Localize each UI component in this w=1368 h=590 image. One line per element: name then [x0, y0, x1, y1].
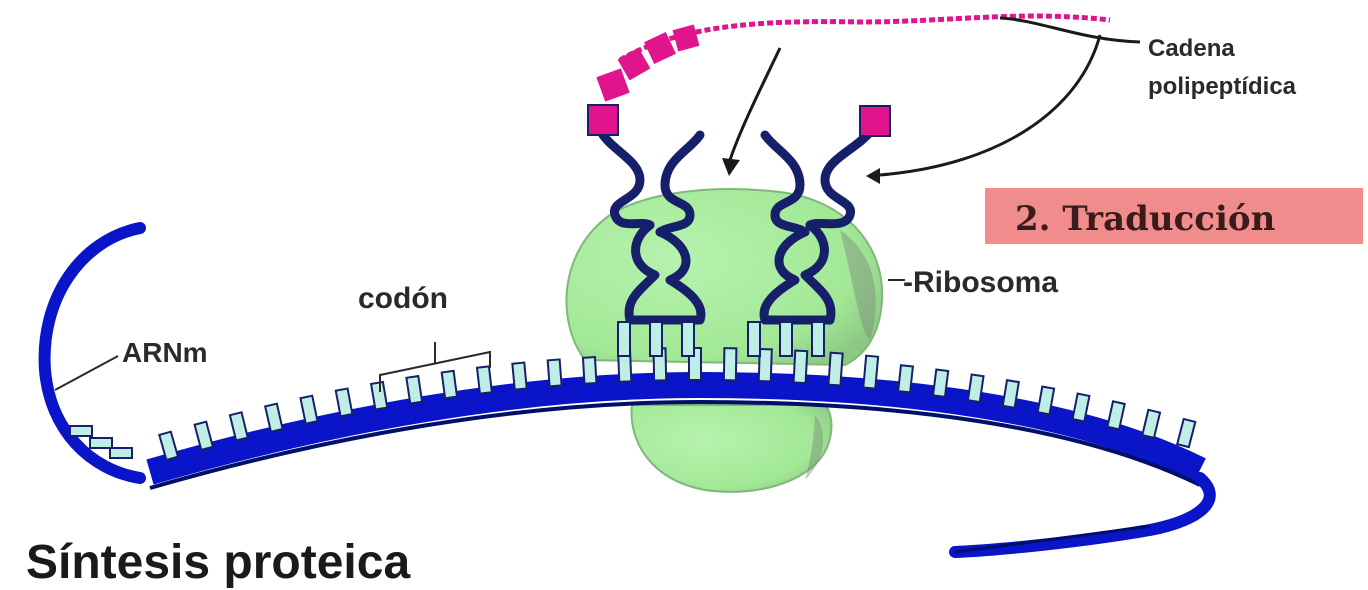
- mrna-base: [968, 374, 984, 401]
- mrna-base: [933, 370, 948, 397]
- codon-bracket: [380, 342, 490, 392]
- mrna-base: [406, 376, 422, 403]
- mrna-base: [794, 351, 808, 384]
- mrna-base: [1142, 410, 1160, 438]
- mrna-base: [828, 353, 842, 386]
- sintesis-title: Síntesis proteica: [26, 536, 410, 589]
- ribosome-small-subunit: [632, 405, 832, 492]
- arnm-label: ARNm: [122, 337, 208, 368]
- amino-acid: [860, 106, 890, 136]
- codon-label: codón: [358, 282, 448, 315]
- mrna-base: [477, 366, 492, 393]
- traduccion-label: 2. Traducción: [1015, 199, 1275, 239]
- mrna-base: [1177, 419, 1195, 447]
- mrna-base: [90, 438, 112, 448]
- mrna-base: [442, 371, 457, 398]
- mrna-base: [583, 357, 596, 384]
- mrna-base: [70, 426, 92, 436]
- amino-acid: [588, 105, 618, 135]
- traduccion-badge: 2. Traducción: [985, 188, 1363, 244]
- arnm-leader: [55, 356, 118, 390]
- mrna-base: [110, 448, 132, 458]
- amino-acid: [596, 68, 629, 101]
- mrna-base: [548, 359, 562, 386]
- mrna-base: [898, 365, 913, 392]
- ribosome: [566, 189, 882, 492]
- mrna-base: [863, 356, 878, 389]
- polypeptide-chain: [588, 16, 1110, 136]
- mrna-base: [724, 348, 737, 380]
- cadena-label-line2: polipeptídica: [1148, 73, 1297, 100]
- ribosoma-label: -Ribosoma: [903, 266, 1058, 299]
- amino-acid: [673, 25, 700, 52]
- cadena-label-line1: Cadena: [1148, 35, 1235, 62]
- mrna-base: [512, 363, 526, 390]
